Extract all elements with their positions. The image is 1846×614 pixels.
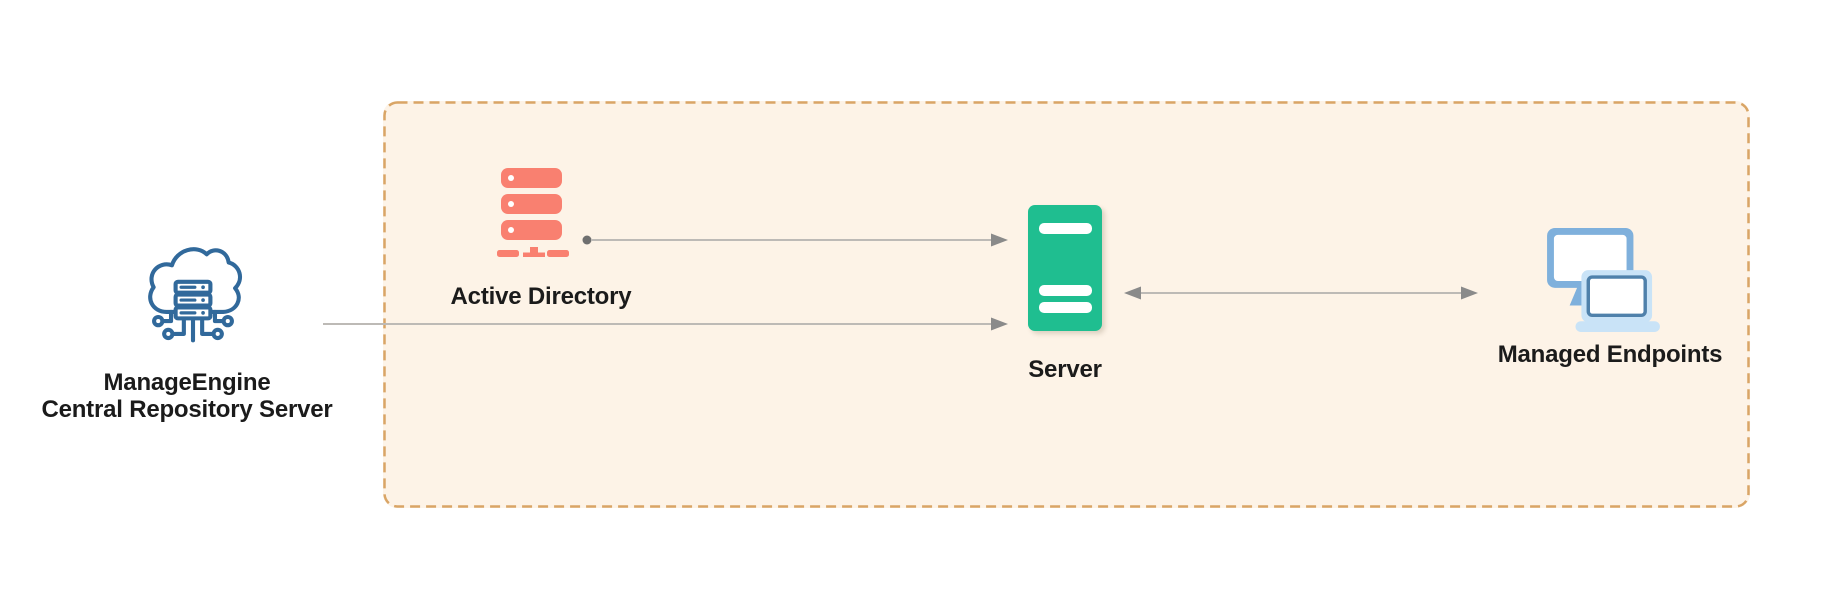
network-zone-dashed-border — [383, 101, 1750, 508]
server-stack-icon — [497, 168, 569, 257]
server-tower-icon — [1028, 205, 1102, 331]
server-label: Server — [1028, 356, 1102, 383]
central-repository-label: ManageEngine Central Repository Server — [25, 369, 349, 423]
server-slot — [1039, 302, 1092, 313]
central-repository-label-line2: Central Repository Server — [41, 396, 333, 423]
managed-endpoints-label: Managed Endpoints — [1497, 341, 1723, 368]
central-repository-label-line1: ManageEngine — [103, 369, 271, 396]
server-slot — [1039, 223, 1092, 234]
active-directory-label: Active Directory — [450, 283, 632, 310]
server-slot — [1039, 285, 1092, 296]
cloud-server-icon — [148, 247, 243, 343]
monitor-laptop-icon — [1547, 227, 1660, 333]
